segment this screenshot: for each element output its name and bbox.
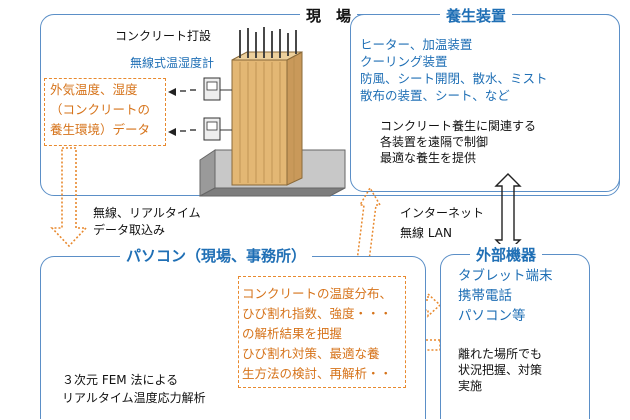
analysis-line-4: ひび割れ対策、最適な養 xyxy=(242,346,380,361)
external-device-3: パソコン等 xyxy=(458,308,526,324)
external-desc-1: 離れた場所でも xyxy=(458,347,543,361)
pc-caption-2: リアルタイム温度応力解析 xyxy=(62,391,206,405)
curing-panel xyxy=(350,14,620,192)
external-desc-2: 状況把握、対策 xyxy=(458,363,543,377)
sensor-label: 無線式温湿度計 xyxy=(130,56,215,70)
external-desc-3: 実施 xyxy=(458,379,483,393)
internet-label-2: 無線 LAN xyxy=(400,226,452,240)
data-box-line-2: （コンクリートの xyxy=(50,102,151,117)
curing-title: 養生装置 xyxy=(440,5,513,26)
pc-title: パソコン（現場、事務所） xyxy=(120,245,313,266)
pc-panel xyxy=(40,256,426,419)
analysis-box xyxy=(238,276,406,388)
internet-arrow xyxy=(494,173,522,253)
analysis-line-2: ひび割れ指数、強度・・・ xyxy=(242,306,393,321)
data-box-line-3: 養生環境）データ xyxy=(50,122,151,137)
sensor-icon xyxy=(203,117,232,141)
analysis-line-3: の解析結果を把握 xyxy=(242,326,343,341)
external-device-2: 携帯電話 xyxy=(458,288,512,304)
environment-data-box xyxy=(44,78,166,146)
curing-desc-3: 最適な養生を提供 xyxy=(380,151,477,165)
curing-desc-2: 各装置を遠隔で制御 xyxy=(380,135,489,149)
wireless-arrow xyxy=(50,147,88,248)
wireless-label-2: データ取込み xyxy=(93,223,166,237)
external-panel xyxy=(440,254,590,419)
curing-item-2: クーリング装置 xyxy=(360,54,448,69)
pc-caption-1: ３次元 FEM 法による xyxy=(62,373,179,387)
internet-label-1: インターネット xyxy=(400,206,485,220)
analysis-line-1: コンクリートの温度分布、 xyxy=(242,286,393,301)
curing-item-4: 散布の装置、シート、など xyxy=(360,88,510,103)
sensor-icon xyxy=(203,77,232,101)
external-device-1: タブレット端末 xyxy=(458,268,553,284)
wireless-label-1: 無線、リアルタイム xyxy=(93,206,201,220)
curing-desc-1: コンクリート養生に関連する xyxy=(380,119,537,133)
curing-item-3: 防風、シート開閉、散水、ミスト xyxy=(360,71,548,86)
pour-label: コンクリート打設 xyxy=(115,29,212,43)
site-title: 現 場 xyxy=(300,5,358,26)
external-title: 外部機器 xyxy=(470,244,543,265)
data-box-line-1: 外気温度、湿度 xyxy=(50,82,138,97)
curing-item-1: ヒーター、加温装置 xyxy=(360,37,473,52)
analysis-line-5: 生方法の検討、再解析・・ xyxy=(242,366,393,381)
